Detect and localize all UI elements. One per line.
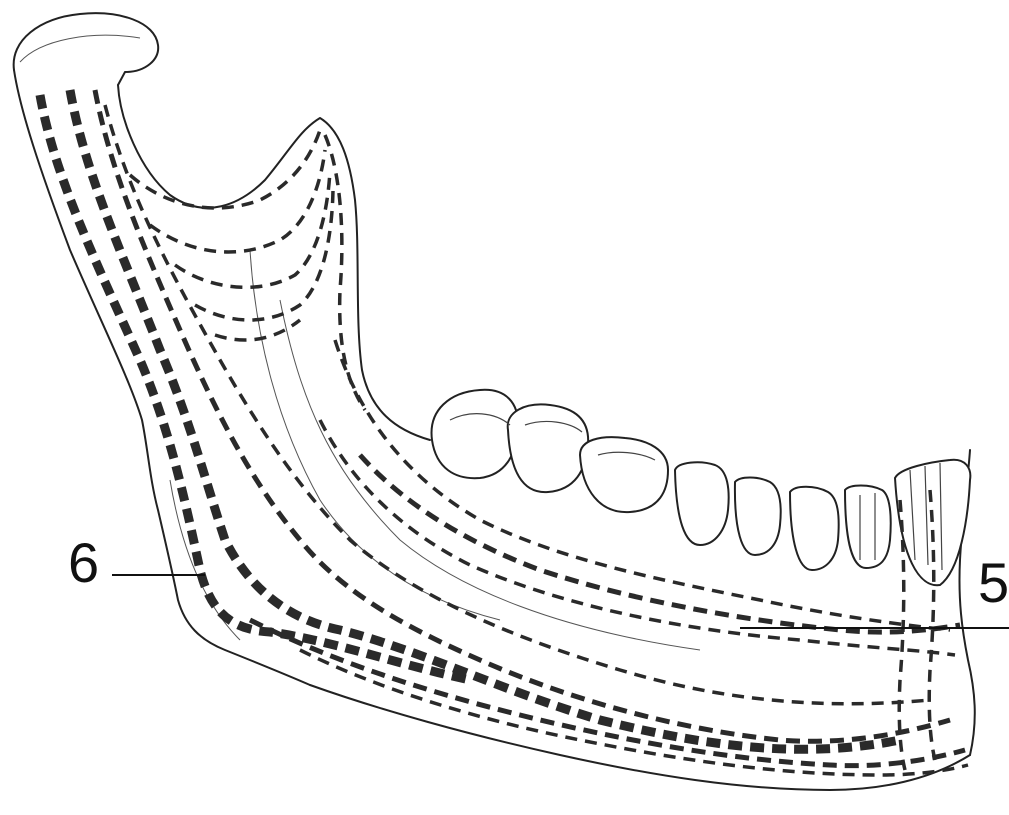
molar-3 [432,390,519,478]
trajectory-line [40,95,470,680]
trajectory-line [195,190,333,320]
trajectory-line [300,650,968,775]
trajectory-line [175,170,330,287]
molar-2 [508,404,588,492]
trajectory-line [130,130,320,208]
trajectory-line [215,320,300,340]
premolar-1 [735,478,781,556]
teeth [432,390,971,585]
canine [790,487,839,570]
label-6: 6 [68,531,99,594]
incisor-lateral [845,486,891,569]
label-5: 5 [978,551,1009,614]
premolar-2 [675,462,729,545]
molar-1 [580,437,668,512]
